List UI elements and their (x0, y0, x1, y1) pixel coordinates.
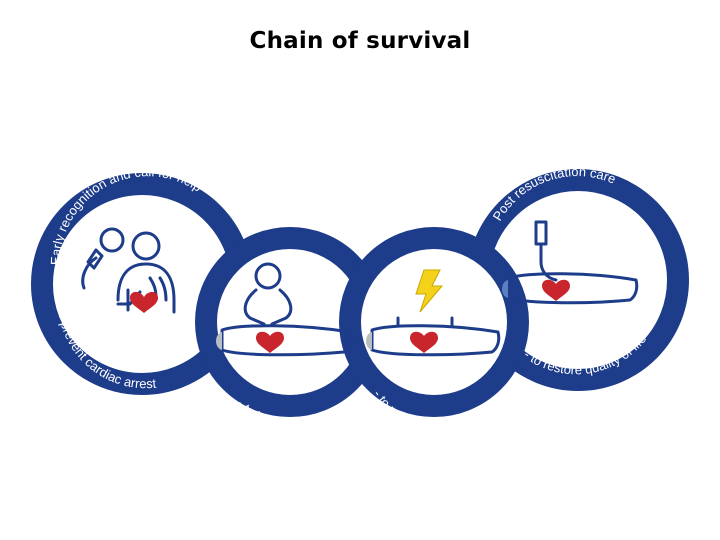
defibrillation-icon (370, 316, 501, 357)
post-care-icon (506, 220, 639, 305)
heart-icon-3 (410, 331, 438, 353)
ring-3 (339, 227, 529, 417)
heart-icon-2 (256, 331, 284, 353)
chain-link-3 (339, 227, 529, 417)
patient-head-icon-4 (502, 280, 508, 298)
link-2-top-label: Early CPR (234, 185, 298, 218)
link-3-top-label: Early Defibrillation (361, 185, 466, 236)
patient-head-icon-2 (216, 332, 222, 350)
heart-icon-1 (130, 291, 158, 313)
cpr-icon (220, 262, 353, 357)
slide-title: Chain of survival (249, 28, 471, 54)
patient-head-icon-3 (366, 332, 372, 350)
lightning-bolt-icon (415, 269, 444, 313)
heart-icon-4 (542, 279, 570, 301)
